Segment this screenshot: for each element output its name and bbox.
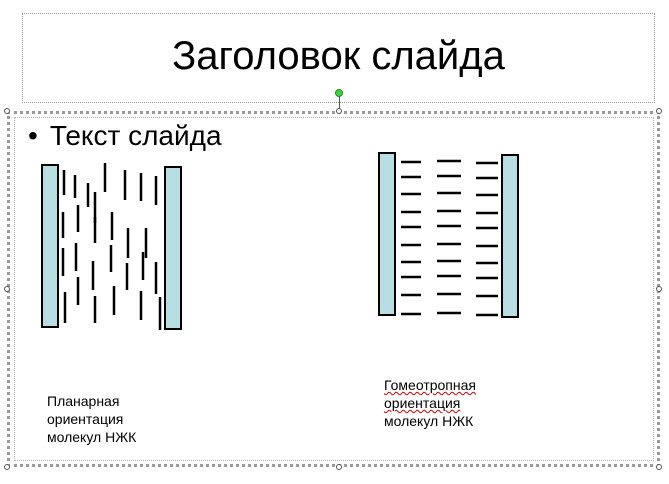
planar-orientation-diagram[interactable] xyxy=(41,163,182,330)
resize-handle-left[interactable] xyxy=(4,286,10,292)
caption-homeotropic-line-1: Гомеотропная xyxy=(384,377,476,393)
caption-homeotropic[interactable]: Гомеотропная ориентация молекул НЖК xyxy=(384,376,476,430)
caption-planar-line-3: молекул НЖК xyxy=(47,429,137,445)
resize-handle-right[interactable] xyxy=(656,286,662,292)
body-placeholder[interactable] xyxy=(14,117,654,461)
bullet-text: Текст слайда xyxy=(49,120,222,151)
caption-planar[interactable]: Планарная ориентация молекул НЖК xyxy=(47,392,136,446)
slide-title[interactable]: Заголовок слайда xyxy=(172,34,505,78)
rotation-handle[interactable] xyxy=(335,89,343,97)
title-placeholder[interactable]: Заголовок слайда xyxy=(22,13,655,103)
homeotropic-orientation-diagram[interactable] xyxy=(378,152,519,318)
caption-homeotropic-line-2: ориентация xyxy=(384,395,461,411)
bullet-item[interactable]: • Текст слайда xyxy=(28,120,222,152)
caption-planar-line-1: Планарная xyxy=(47,393,120,409)
bullet-glyph: • xyxy=(28,120,38,151)
resize-handle-bottom-left[interactable] xyxy=(4,464,10,470)
homeotropic-left-plate xyxy=(378,152,396,316)
resize-handle-top[interactable] xyxy=(336,108,342,114)
rotation-handle-stem xyxy=(339,95,340,111)
caption-planar-line-2: ориентация xyxy=(47,411,124,427)
resize-handle-top-right[interactable] xyxy=(656,108,662,114)
resize-handle-bottom[interactable] xyxy=(336,464,342,470)
planar-left-plate xyxy=(41,164,59,328)
resize-handle-bottom-right[interactable] xyxy=(656,464,662,470)
planar-right-plate xyxy=(164,166,182,330)
resize-handle-top-left[interactable] xyxy=(4,108,10,114)
homeotropic-right-plate xyxy=(501,154,519,318)
caption-homeotropic-line-3: молекул НЖК xyxy=(384,413,474,429)
